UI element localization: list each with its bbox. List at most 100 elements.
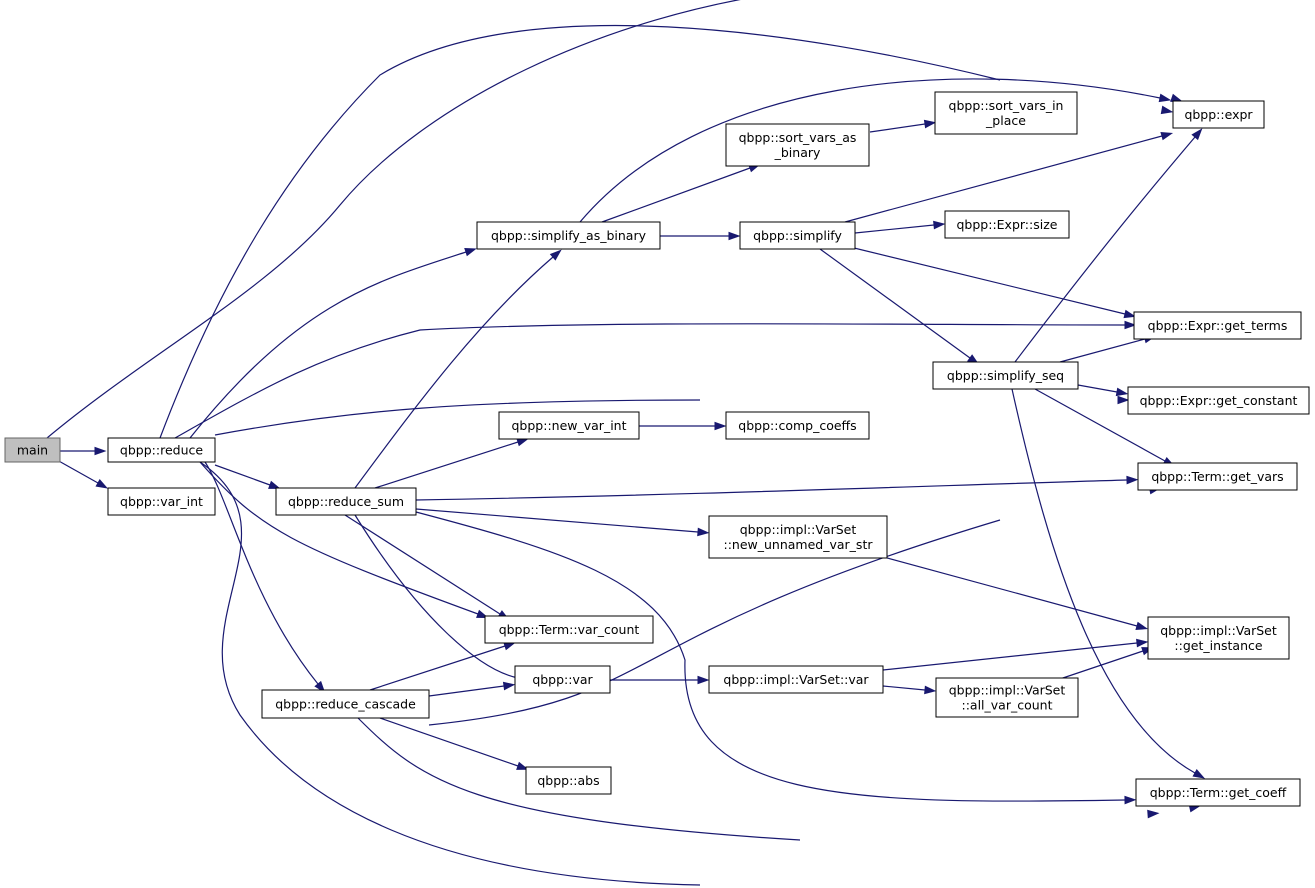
node-reduce[interactable]: qbpp::reduce — [107, 437, 216, 463]
node-label: qbpp::Expr::get_constant — [1140, 393, 1298, 408]
node-sort-vars-in-place[interactable]: qbpp::sort_vars_in_place — [934, 91, 1078, 135]
node-main[interactable]: main — [4, 437, 61, 463]
arrowhead-icon — [314, 680, 326, 693]
edge-new_unnamed_var_str-to-get_instance — [879, 555, 1149, 631]
edge-varset_var-to-get_instance — [882, 638, 1149, 671]
node-label: qbpp::comp_coeffs — [738, 418, 856, 433]
edge-reduce_sum-to-new_var_int — [374, 438, 529, 489]
node-abs[interactable]: qbpp::abs — [525, 766, 612, 795]
arrowhead-icon — [1192, 768, 1206, 779]
edge-reduce_cascade-to-term_var_count — [369, 642, 516, 691]
edge-reduce_sum-to-term_get_coeff — [415, 511, 1137, 805]
arrowhead-icon — [1160, 131, 1174, 141]
arrowhead-icon — [516, 761, 529, 770]
arrowhead-icon — [1136, 638, 1149, 648]
edge-sort_vars_as_binary-to-sort_vars_in_place — [869, 119, 937, 133]
edge-simplify_seq-to-get_constant — [1077, 384, 1129, 397]
edge-reduce_cascade-to-abs — [379, 717, 529, 770]
edge-reduce-to-reduce_sum — [214, 464, 281, 489]
node-expr-size[interactable]: qbpp::Expr::size — [944, 210, 1070, 239]
node-var[interactable]: qbpp::var — [514, 665, 611, 694]
edge-main-to-var_int — [56, 459, 109, 489]
edge-reduce_sum-to-new_unnamed_var_str — [415, 508, 710, 537]
edge-reduce-to-reduce_cascade — [204, 461, 326, 693]
node-all-var-count[interactable]: qbpp::impl::VarSet::all_var_count — [935, 677, 1079, 718]
edge-new_var_int-to-comp_coeffs — [639, 421, 727, 431]
edge-reduce_cascade-to-var — [428, 681, 516, 697]
node-term-get-coeff[interactable]: qbpp::Term::get_coeff — [1135, 778, 1301, 807]
edge-simplify-to-simplify_seq — [819, 248, 980, 365]
arrowhead-icon — [1135, 621, 1149, 631]
edge-reduce_cascade-to-term_get_coeff — [357, 717, 1160, 841]
arrowhead-icon — [1160, 105, 1174, 115]
arrowhead-icon — [268, 480, 281, 489]
arrowhead-icon — [1124, 795, 1137, 805]
node-simplify-seq[interactable]: qbpp::simplify_seq — [932, 361, 1079, 390]
node-label: qbpp::sort_vars_as — [739, 130, 857, 145]
edge-reduce-to-term_var_count — [199, 461, 489, 618]
arrowhead-icon — [464, 248, 477, 257]
node-term-var-count[interactable]: qbpp::Term::var_count — [484, 615, 654, 644]
node-label: qbpp::sort_vars_in — [949, 98, 1064, 113]
node-varset-var[interactable]: qbpp::impl::VarSet::var — [708, 665, 884, 694]
edge-simplify_as_binary-to-simplify — [660, 231, 741, 241]
node-label: qbpp::abs — [537, 773, 599, 788]
node-label: qbpp::Term::get_coeff — [1150, 785, 1287, 800]
arrowhead-icon — [1170, 93, 1183, 102]
edge-simplify_seq-to-term_get_coeff — [1011, 388, 1206, 779]
edge-simplify_seq-to-expr — [1014, 128, 1203, 363]
node-simplify-as-binary[interactable]: qbpp::simplify_as_binary — [476, 221, 661, 250]
node-term-get-vars[interactable]: qbpp::Term::get_vars — [1137, 462, 1298, 491]
node-get-instance[interactable]: qbpp::impl::VarSet::get_instance — [1147, 616, 1290, 660]
arrowhead-icon — [516, 438, 529, 447]
node-label: qbpp::reduce_cascade — [275, 697, 416, 712]
node-label: qbpp::new_var_int — [512, 418, 627, 433]
arrowhead-icon — [1191, 128, 1203, 141]
node-label: qbpp::expr — [1184, 107, 1253, 122]
edge-reduce_sum-to-term_get_vars — [415, 475, 1139, 501]
node-label: qbpp::Expr::size — [957, 217, 1058, 232]
node-label: qbpp::impl::VarSet — [1160, 623, 1277, 638]
edge-simplify_as_binary-to-expr — [579, 78, 1172, 223]
node-var-int[interactable]: qbpp::var_int — [107, 487, 216, 516]
call-edges — [46, 0, 1206, 886]
edge-main-to-reduce — [60, 446, 107, 456]
node-label: ::new_unnamed_var_str — [724, 537, 874, 552]
arrowhead-icon — [714, 421, 727, 431]
node-label: qbpp::Expr::get_terms — [1148, 318, 1288, 333]
node-label: qbpp::Term::get_vars — [1151, 469, 1283, 484]
node-reduce-cascade[interactable]: qbpp::reduce_cascade — [261, 689, 430, 719]
node-label: ::all_var_count — [962, 698, 1053, 713]
arrowhead-icon — [924, 685, 937, 695]
node-label: qbpp::impl::VarSet — [740, 522, 857, 537]
edge-simplify_as_binary-to-sort_vars_as_binary — [601, 164, 761, 223]
edge-reduce-to-get_constant — [214, 395, 1130, 436]
arrowhead-icon — [697, 675, 710, 685]
node-new-unnamed-var-str[interactable]: qbpp::impl::VarSet::new_unnamed_var_str — [708, 515, 888, 559]
arrowhead-icon — [1115, 387, 1129, 397]
arrowhead-icon — [1126, 475, 1139, 485]
node-label: qbpp::impl::VarSet::var — [723, 672, 869, 687]
edge-simplify-to-expr_size — [854, 220, 946, 234]
arrowhead-icon — [1117, 395, 1130, 405]
node-comp-coeffs[interactable]: qbpp::comp_coeffs — [725, 411, 870, 440]
node-reduce-sum[interactable]: qbpp::reduce_sum — [275, 487, 417, 516]
node-label: qbpp::simplify_seq — [947, 368, 1064, 383]
node-new-var-int[interactable]: qbpp::new_var_int — [498, 411, 640, 440]
node-label: _place — [985, 113, 1026, 128]
node-simplify[interactable]: qbpp::simplify — [739, 221, 856, 250]
edge-reduce-to-term_get_coeff — [199, 461, 1202, 886]
edge-var-to-varset_var — [610, 675, 710, 685]
node-get-constant[interactable]: qbpp::Expr::get_constant — [1127, 386, 1310, 415]
node-label: qbpp::Term::var_count — [499, 622, 640, 637]
arrowhead-icon — [94, 446, 107, 456]
arrowhead-icon — [933, 220, 946, 230]
node-sort-vars-as-binary[interactable]: qbpp::sort_vars_as_binary — [725, 123, 870, 167]
node-expr[interactable]: qbpp::expr — [1172, 100, 1265, 129]
node-label: qbpp::impl::VarSet — [949, 683, 1066, 698]
node-get-terms[interactable]: qbpp::Expr::get_terms — [1133, 311, 1302, 340]
edge-varset_var-to-all_var_count — [882, 685, 937, 695]
node-label: _binary — [774, 145, 821, 160]
